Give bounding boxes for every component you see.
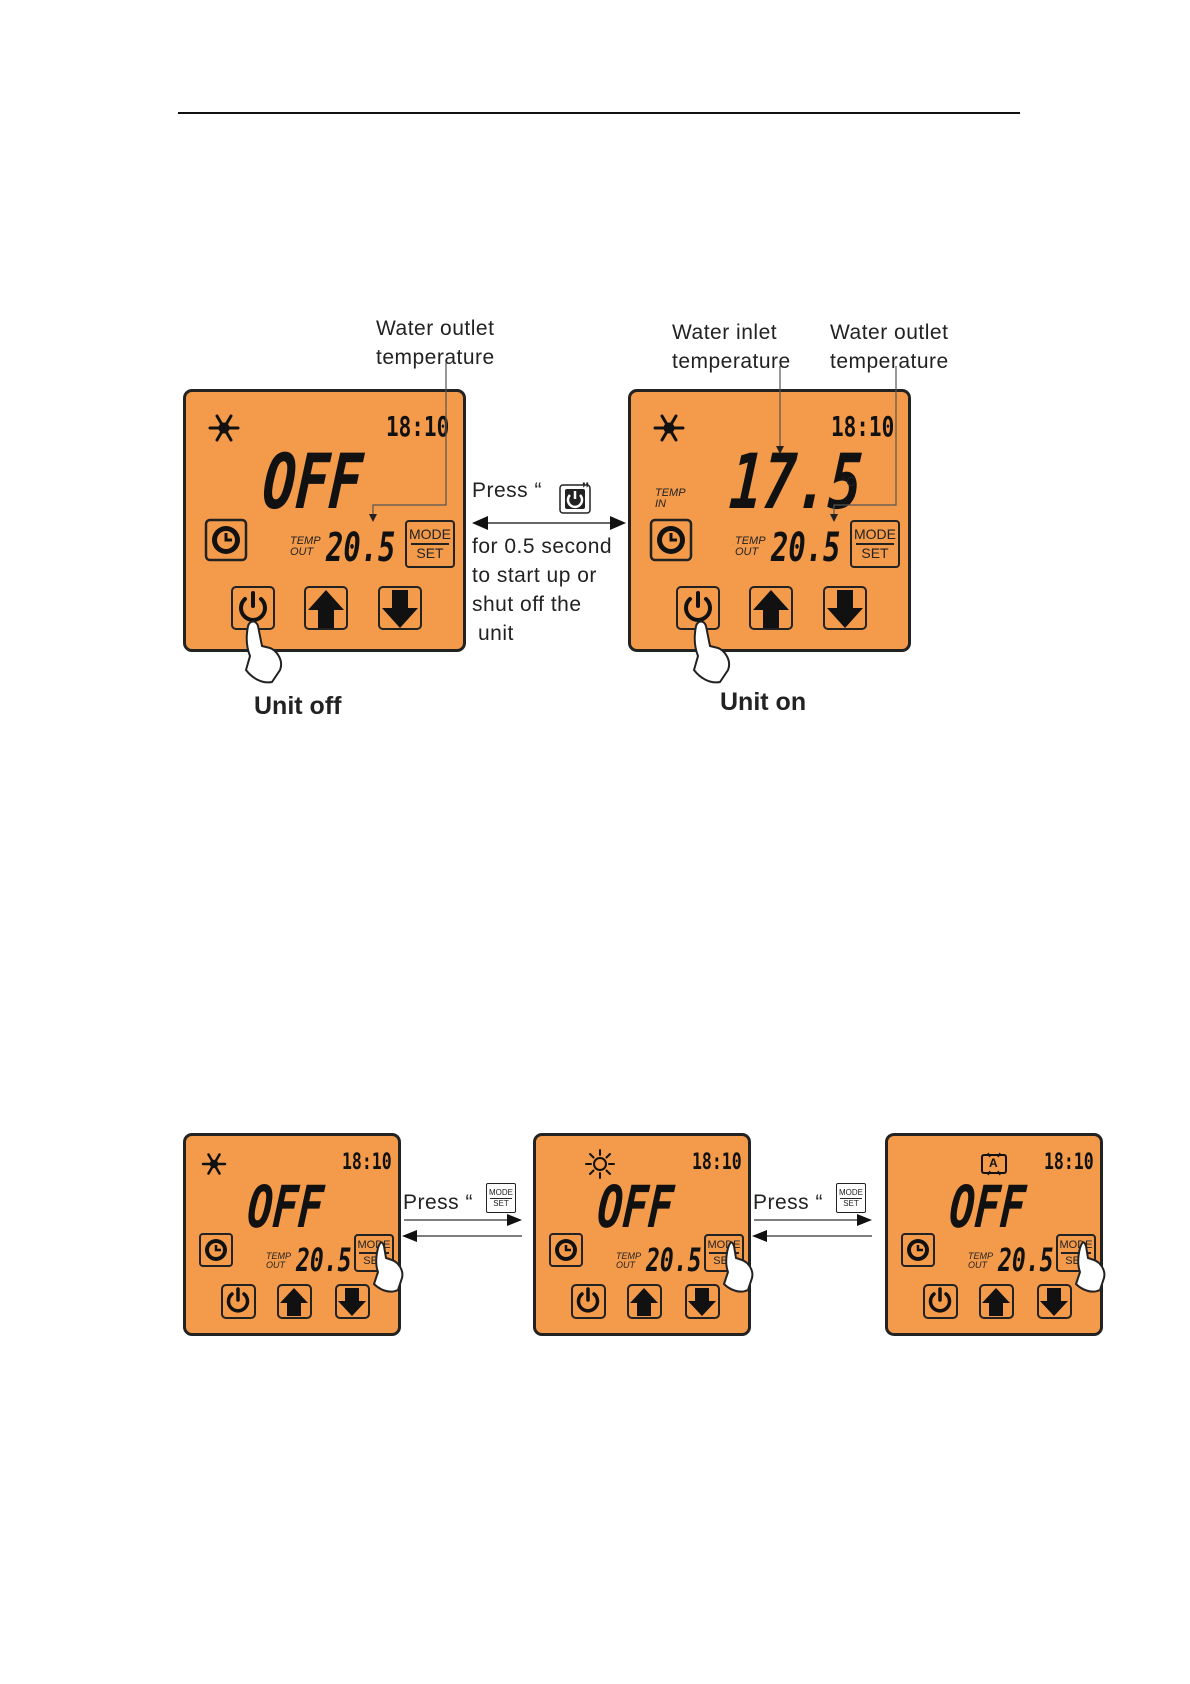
- down-arrow-icon: [338, 1288, 366, 1316]
- leader-arrow: [830, 514, 838, 522]
- auto-letter: A: [989, 1156, 998, 1170]
- leader-line: [833, 366, 897, 514]
- leader-arrow: [776, 446, 784, 454]
- clock-display: 18:10: [831, 410, 895, 443]
- panel-icons: [549, 1149, 716, 1316]
- clock-display: 18:10: [386, 410, 450, 443]
- up-arrow-icon: [280, 1288, 308, 1316]
- left-outlet-callout: Water outlet temperature: [376, 317, 495, 369]
- clock-icon: [549, 1233, 583, 1267]
- power-icon: [239, 591, 267, 622]
- power-icon: [576, 1287, 600, 1313]
- power-key[interactable]: [923, 1284, 958, 1319]
- panel-icons: [204, 414, 248, 562]
- snowflake-icon: [208, 414, 240, 442]
- down-key[interactable]: [685, 1284, 720, 1319]
- arrowhead-left: [752, 1230, 767, 1242]
- press-instruction: Press “”: [472, 479, 590, 502]
- down-key[interactable]: [335, 1284, 370, 1319]
- up-arrow-icon: [308, 590, 344, 628]
- clock-icon: [199, 1233, 233, 1267]
- main-display: OFF: [245, 1173, 326, 1241]
- key-glyphs: [684, 590, 863, 628]
- sun-icon: [585, 1149, 615, 1179]
- main-display: OFF: [947, 1173, 1028, 1241]
- outlet-temp-value: 20.5: [646, 1241, 702, 1279]
- up-key[interactable]: [749, 586, 793, 630]
- celsius-unit: °C: [841, 474, 856, 489]
- outlet-temp-value: 20.5: [296, 1241, 352, 1279]
- up-key[interactable]: [304, 586, 348, 630]
- instruction-text: for 0.5 second to start up or shut off t…: [472, 535, 613, 645]
- clock-display: 18:10: [1044, 1150, 1094, 1175]
- arrowhead-left: [402, 1230, 417, 1242]
- panel-icons: [199, 1153, 366, 1316]
- down-key[interactable]: [1037, 1284, 1072, 1319]
- panel-icons: [901, 1152, 1068, 1316]
- arrowhead-left: [472, 516, 488, 530]
- power-key[interactable]: [221, 1284, 256, 1319]
- up-key[interactable]: [627, 1284, 662, 1319]
- up-key[interactable]: [979, 1284, 1014, 1319]
- arrowhead-right: [610, 516, 626, 530]
- panel-icons: [649, 414, 693, 562]
- outlet-temp-value: 20.5: [326, 525, 396, 571]
- clock-display: 18:10: [342, 1150, 392, 1175]
- down-key[interactable]: [378, 586, 422, 630]
- pointing-hand-icon: [692, 620, 730, 684]
- key-glyphs: [239, 590, 418, 628]
- up-arrow-icon: [630, 1288, 658, 1316]
- clock-icon: [901, 1233, 935, 1267]
- clock-display: 18:10: [692, 1150, 742, 1175]
- down-arrow-icon: [827, 590, 863, 628]
- leader-line: [372, 362, 447, 514]
- down-arrow-icon: [382, 590, 418, 628]
- power-icon: [226, 1287, 250, 1313]
- leader-arrow: [369, 514, 377, 522]
- header-rule: [178, 112, 1020, 114]
- snowflake-icon: [201, 1153, 227, 1175]
- inline-power-key: [559, 484, 591, 514]
- pointing-hand-icon: [244, 620, 282, 684]
- top-annotations: [244, 362, 897, 684]
- power-key[interactable]: [571, 1284, 606, 1319]
- power-icon: [684, 591, 712, 622]
- right-outlet-callout: Water outlet temperature: [830, 321, 949, 373]
- outlet-temp-value: 20.5: [771, 525, 841, 571]
- auto-mode-icon: [981, 1152, 1007, 1176]
- inlet-callout: Water inlet temperature: [672, 321, 791, 373]
- down-arrow-icon: [688, 1288, 716, 1316]
- unit-on-caption: Unit on: [720, 688, 807, 716]
- down-arrow-icon: [1040, 1288, 1068, 1316]
- clock-icon: [204, 518, 248, 562]
- up-arrow-icon: [982, 1288, 1010, 1316]
- up-arrow-icon: [753, 590, 789, 628]
- power-icon: [928, 1287, 952, 1313]
- snowflake-icon: [653, 414, 685, 442]
- down-key[interactable]: [823, 586, 867, 630]
- unit-off-caption: Unit off: [254, 692, 342, 720]
- main-display: OFF: [595, 1173, 676, 1241]
- outlet-temp-value: 20.5: [998, 1241, 1054, 1279]
- up-key[interactable]: [277, 1284, 312, 1319]
- clock-icon: [649, 518, 693, 562]
